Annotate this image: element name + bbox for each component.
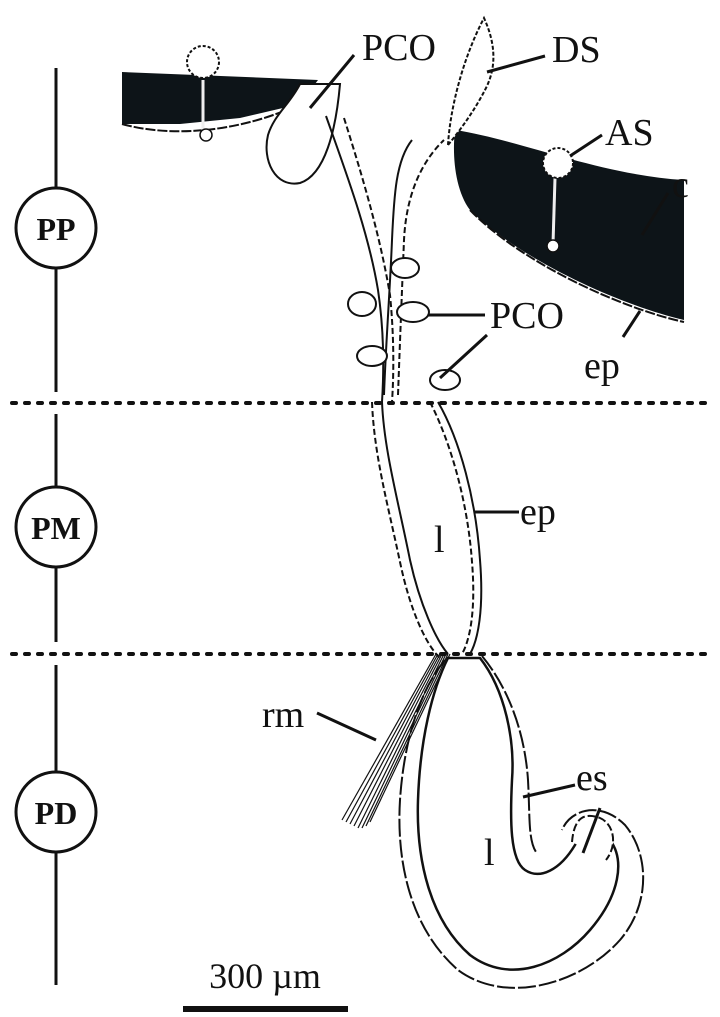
scale-bar-label: 300 µm — [209, 956, 321, 996]
label-ep-mid: ep — [520, 491, 556, 533]
region-label-pp: PP — [36, 211, 75, 247]
region-marker-pd: PD — [16, 772, 96, 852]
scale-bar: 300 µm — [183, 956, 348, 1009]
label-pco-top: PCO — [362, 27, 436, 69]
region-marker-pm: PM — [16, 487, 96, 567]
label-as: AS — [605, 112, 654, 154]
distal-sac — [399, 656, 643, 988]
region-marker-pp: PP — [16, 188, 96, 268]
region-label-pm: PM — [31, 510, 81, 546]
label-ds: DS — [552, 29, 601, 71]
label-lumen-low: l — [484, 832, 495, 874]
label-c: c — [672, 164, 689, 206]
dorsal-spine — [448, 18, 493, 145]
medial-duct — [372, 402, 481, 658]
pco-nodules — [348, 258, 460, 390]
label-lumen-mid: l — [434, 519, 445, 561]
label-pco-mid: PCO — [490, 295, 564, 337]
label-ep-right: ep — [584, 345, 620, 387]
region-label-pd: PD — [35, 795, 78, 831]
label-es: es — [576, 757, 608, 799]
label-rm: rm — [262, 694, 304, 736]
